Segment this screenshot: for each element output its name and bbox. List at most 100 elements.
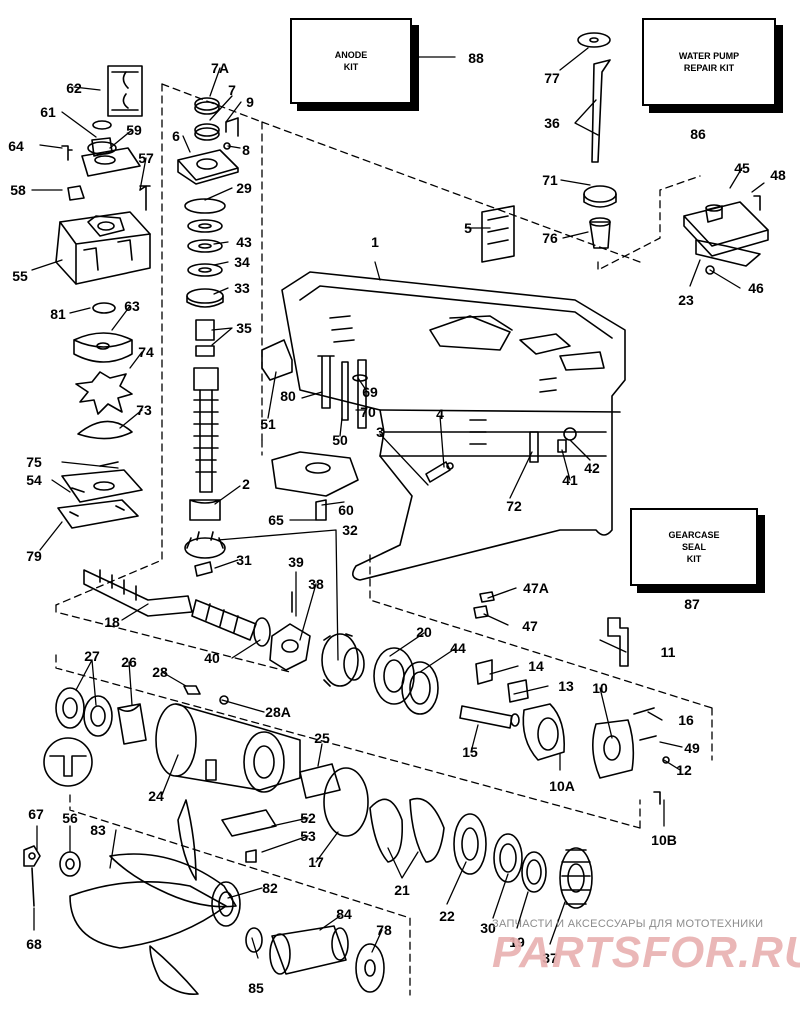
part-label-87: 87 <box>684 596 700 612</box>
part-label-36: 36 <box>544 115 560 131</box>
part-label-16: 16 <box>678 712 694 728</box>
part-label-49: 49 <box>684 740 700 756</box>
part-label-73: 73 <box>136 402 152 418</box>
part-label-33: 33 <box>234 280 250 296</box>
part-label-14: 14 <box>528 658 544 674</box>
part-label-28: 28 <box>152 664 168 680</box>
part-label-10b: 10B <box>651 832 677 848</box>
part-label-10a: 10A <box>549 778 575 794</box>
part-label-6: 6 <box>172 128 180 144</box>
part-label-69: 69 <box>362 384 378 400</box>
part-label-83: 83 <box>90 822 106 838</box>
part-label-31: 31 <box>236 552 252 568</box>
part-label-50: 50 <box>332 432 348 448</box>
anode-kit-box: ANODE KIT <box>290 18 412 104</box>
part-label-34: 34 <box>234 254 250 270</box>
part-label-79: 79 <box>26 548 42 564</box>
leader-lines <box>31 47 765 959</box>
part-label-51: 51 <box>260 416 276 432</box>
gearcase-seal-kit-box: GEARCASE SEAL KIT <box>630 508 758 586</box>
part-label-8: 8 <box>242 142 250 158</box>
upper-right-parts <box>577 32 769 275</box>
part-label-88: 88 <box>468 50 484 66</box>
part-label-35: 35 <box>236 320 252 336</box>
part-label-56: 56 <box>62 810 78 826</box>
part-label-70: 70 <box>360 404 376 420</box>
part-label-48: 48 <box>770 167 786 183</box>
part-label-45: 45 <box>734 160 750 176</box>
part-label-23: 23 <box>678 292 694 308</box>
part-label-57: 57 <box>138 150 154 166</box>
watermark-tagline: ЗАПЧАСТИ И АКСЕССУАРЫ ДЛЯ МОТОТЕХНИКИ <box>492 918 764 930</box>
lower-right-parts <box>369 797 593 909</box>
part-label-29: 29 <box>236 180 252 196</box>
anode-kit-line2: KIT <box>343 62 359 72</box>
part-label-76: 76 <box>542 230 558 246</box>
part-label-42: 42 <box>584 460 600 476</box>
part-label-64: 64 <box>8 138 24 154</box>
part-label-47a: 47A <box>523 580 549 596</box>
part-label-44: 44 <box>450 640 466 656</box>
part-label-40: 40 <box>204 650 220 666</box>
gearcase-seal-kit-line3: KIT <box>686 554 702 564</box>
part-label-7: 7 <box>228 82 236 98</box>
part-label-84: 84 <box>336 906 352 922</box>
watermark-brand: PARTSFOR.RU <box>492 928 800 977</box>
part-label-7a: 7A <box>211 60 229 76</box>
part-label-17: 17 <box>308 854 324 870</box>
part-label-75: 75 <box>26 454 42 470</box>
part-label-2: 2 <box>242 476 250 492</box>
part-label-47: 47 <box>522 618 538 634</box>
gearcase-seal-kit-line2: SEAL <box>681 542 706 552</box>
part-label-72: 72 <box>506 498 522 514</box>
water-pump-kit-box: WATER PUMP REPAIR KIT <box>642 18 776 106</box>
part-label-60: 60 <box>338 502 354 518</box>
part-label-1: 1 <box>371 234 379 250</box>
part-label-86: 86 <box>690 126 706 142</box>
part-label-58: 58 <box>10 182 26 198</box>
anode-kit-line1: ANODE <box>334 50 368 60</box>
part-label-65: 65 <box>268 512 284 528</box>
part-label-80: 80 <box>280 388 296 404</box>
bearing-housing-parts <box>43 685 369 863</box>
part-label-15: 15 <box>462 744 478 760</box>
part-label-53: 53 <box>300 828 316 844</box>
part-label-13: 13 <box>558 678 574 694</box>
part-label-4: 4 <box>436 406 444 422</box>
part-label-46: 46 <box>748 280 764 296</box>
gearcase-seal-kit-line1: GEARCASE <box>668 530 720 540</box>
part-label-19: 19 <box>509 934 525 950</box>
part-label-59: 59 <box>126 122 142 138</box>
group-lines <box>55 83 713 996</box>
part-label-39: 39 <box>288 554 304 570</box>
water-pump-kit-line2: REPAIR KIT <box>683 63 735 73</box>
part-label-78: 78 <box>376 922 392 938</box>
part-label-52: 52 <box>300 810 316 826</box>
part-label-68: 68 <box>26 936 42 952</box>
part-label-77: 77 <box>544 70 560 86</box>
part-label-63: 63 <box>124 298 140 314</box>
part-label-41: 41 <box>562 472 578 488</box>
part-label-55: 55 <box>12 268 28 284</box>
part-label-24: 24 <box>148 788 164 804</box>
part-label-43: 43 <box>236 234 252 250</box>
part-label-85: 85 <box>248 980 264 996</box>
part-label-22: 22 <box>439 908 455 924</box>
part-label-37: 37 <box>542 950 558 966</box>
part-label-32: 32 <box>342 522 358 538</box>
part-label-82: 82 <box>262 880 278 896</box>
gearcase-housing <box>261 205 626 619</box>
prop-shaft-parts <box>83 569 670 805</box>
part-label-74: 74 <box>138 344 154 360</box>
part-label-20: 20 <box>416 624 432 640</box>
part-label-11: 11 <box>660 644 676 660</box>
part-label-5: 5 <box>464 220 472 236</box>
part-label-38: 38 <box>308 576 324 592</box>
water-pump-kit-line1: WATER PUMP <box>678 51 740 61</box>
part-label-25: 25 <box>314 730 330 746</box>
part-label-12: 12 <box>676 762 692 778</box>
part-label-28a: 28A <box>265 704 291 720</box>
part-label-10: 10 <box>592 680 608 696</box>
part-label-61: 61 <box>40 104 56 120</box>
